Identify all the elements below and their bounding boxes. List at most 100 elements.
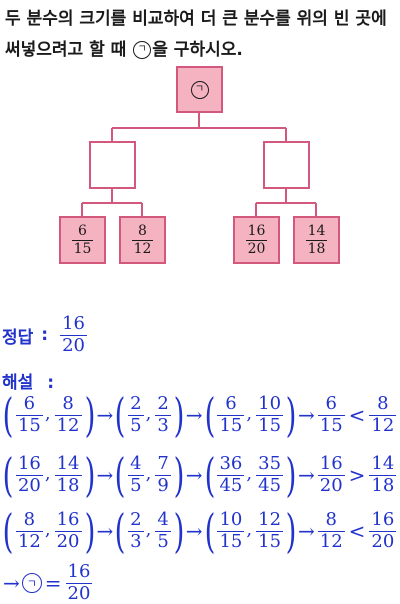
right-paren: ) <box>173 388 185 442</box>
numerator: 12 <box>258 508 282 530</box>
arrow-icon: → <box>3 571 20 596</box>
comparison-sign: > <box>348 463 366 487</box>
numerator: 8 <box>23 508 36 530</box>
numerator: 2 <box>157 392 169 414</box>
denominator: 20 <box>15 474 43 496</box>
numerator: 14 <box>371 452 395 474</box>
right-paren: ) <box>285 388 297 442</box>
arrow-icon: → <box>185 403 203 427</box>
explanation-colon: : <box>47 373 55 393</box>
numerator: 10 <box>258 392 282 414</box>
denominator: 20 <box>369 530 397 552</box>
arrow-icon: → <box>185 463 203 487</box>
question-before: 두 분수의 크기를 비교하여 더 큰 분수를 위의 빈 곳에 써넣으려고 할 때 <box>5 9 387 60</box>
circled-marker-icon: ㄱ <box>190 80 209 99</box>
left-paren: ( <box>114 504 126 558</box>
question-text: 두 분수의 크기를 비교하여 더 큰 분수를 위의 빈 곳에 써넣으려고 할 때… <box>5 4 397 66</box>
denominator: 15 <box>217 530 245 552</box>
arrow-icon: → <box>297 403 315 427</box>
left-paren: ( <box>204 388 215 442</box>
circled-marker-icon: ㄱ <box>21 573 42 594</box>
numerator: 10 <box>219 508 243 530</box>
arrow-icon: → <box>96 463 114 487</box>
right-paren: ) <box>84 504 95 558</box>
numerator: 7 <box>157 452 169 474</box>
arrow-icon: → <box>96 519 114 543</box>
left-paren: ( <box>2 388 14 442</box>
comma: , <box>246 463 253 484</box>
denominator: 20 <box>54 530 82 552</box>
numerator: 4 <box>130 452 142 474</box>
tree-mid-box-left <box>89 141 136 189</box>
denominator: 15 <box>217 414 245 436</box>
numerator: 16 <box>371 508 395 530</box>
denominator: 45 <box>256 474 284 496</box>
denominator: 5 <box>155 530 171 552</box>
left-paren: ( <box>114 448 126 502</box>
numerator: 2 <box>130 392 142 414</box>
denominator: 5 <box>128 474 144 496</box>
numerator: 14 <box>56 452 80 474</box>
numerator: 35 <box>258 452 282 474</box>
circled-marker-icon: ㄱ <box>133 41 152 59</box>
numerator: 2 <box>130 508 142 530</box>
denominator: 12 <box>317 530 345 552</box>
denominator: 18 <box>54 474 82 496</box>
denominator: 15 <box>256 530 284 552</box>
denominator: 12 <box>15 530 43 552</box>
comma: , <box>145 463 152 484</box>
numerator: 6 <box>325 392 337 414</box>
comparison-sign: < <box>348 519 366 543</box>
right-paren: ) <box>84 448 95 502</box>
numerator: 8 <box>62 392 74 414</box>
right-paren: ) <box>173 448 185 502</box>
tree-mid-box-right <box>263 141 310 189</box>
numerator: 8 <box>377 392 389 414</box>
arrow-icon: → <box>297 463 315 487</box>
comma: , <box>44 463 51 484</box>
right-paren: ) <box>285 448 297 502</box>
numerator: 8 <box>325 508 337 530</box>
denominator: 15 <box>15 414 43 436</box>
comma: , <box>145 403 152 424</box>
comma: , <box>44 403 51 424</box>
arrow-icon: → <box>297 519 315 543</box>
numerator: 16 <box>56 508 80 530</box>
comparison-sign: < <box>348 403 366 427</box>
left-paren: ( <box>204 504 215 558</box>
numerator: 16 <box>319 452 343 474</box>
numerator: 36 <box>219 452 243 474</box>
